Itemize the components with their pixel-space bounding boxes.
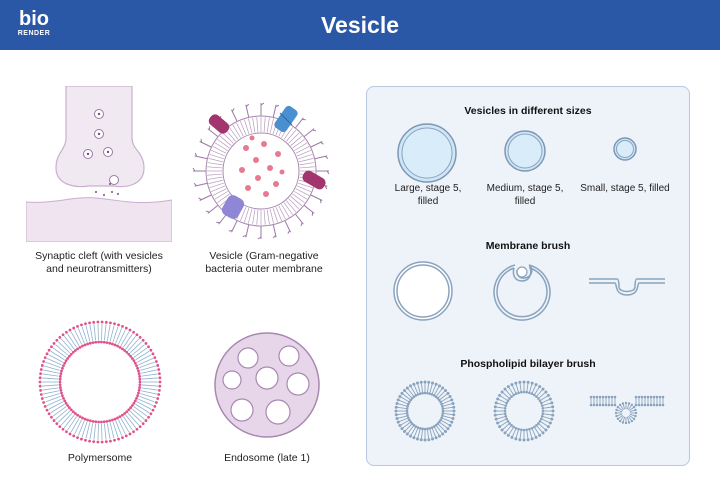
vesicle-styles-panel: Vesicles in different sizes Large, stage… (366, 86, 690, 466)
header-bar: bio RENDER Vesicle (0, 0, 720, 50)
bilayer-brush-circle (394, 380, 456, 442)
vesicle-medium (504, 130, 546, 172)
vesicle-small (613, 137, 637, 161)
size-label-large: Large, stage 5, filled (394, 183, 462, 207)
caption-polymersome: Polymersome (67, 452, 133, 464)
gram-negative-vesicle-illustration (192, 102, 330, 240)
biorender-logo[interactable]: bio RENDER (14, 9, 54, 38)
bilayer-brush-budding (493, 380, 555, 442)
caption-synaptic: Synaptic cleft (with vesicles and neurot… (35, 250, 163, 275)
bilayer-title: Phospholipid bilayer brush (460, 358, 596, 370)
sizes-title: Vesicles in different sizes (464, 105, 592, 117)
caption-endosome: Endosome (late 1) (224, 452, 310, 464)
membrane-brush-circle (393, 261, 453, 321)
polymer-chains (38, 320, 162, 444)
membrane-title: Membrane brush (485, 240, 571, 252)
lipopolysaccharide-spikes (192, 102, 330, 240)
caption-gram-negative: Vesicle (Gram-negative bacteria outer me… (205, 250, 323, 275)
synaptic-cleft-illustration (26, 86, 172, 242)
endosome-illustration (214, 332, 320, 438)
membrane-brush-budding (493, 264, 551, 321)
membrane-brush-line (589, 278, 665, 296)
logo-mark: bio (19, 8, 49, 30)
size-label-small: Small, stage 5, filled (580, 183, 670, 194)
logo-wordmark: RENDER (17, 30, 51, 37)
page-title: Vesicle (320, 12, 400, 38)
bilayer-brush-line (589, 395, 665, 425)
vesicle-large (397, 123, 457, 183)
size-label-medium: Medium, stage 5, filled (486, 183, 564, 207)
polymersome-illustration (38, 320, 162, 444)
